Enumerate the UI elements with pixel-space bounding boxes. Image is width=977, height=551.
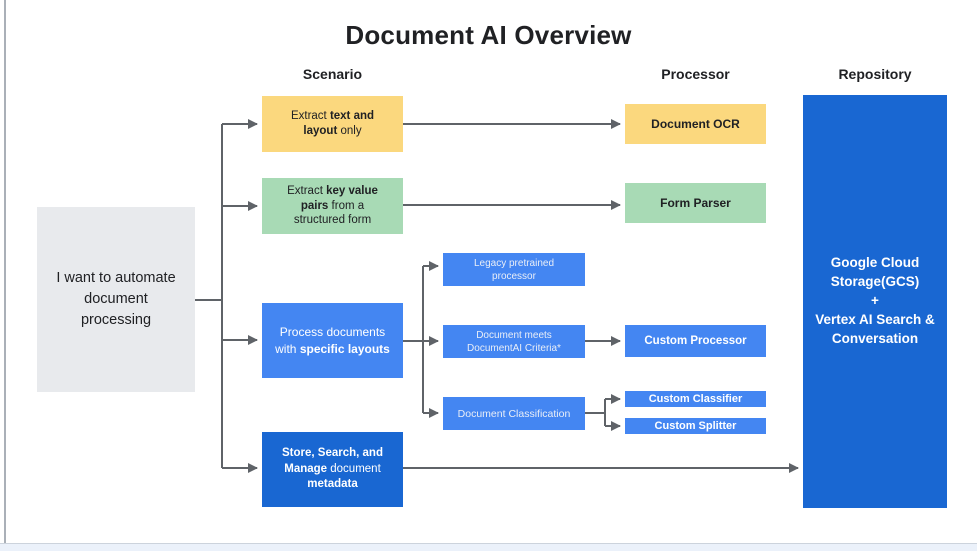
processor-document-classification: Document Classification [443,397,585,430]
processor-custom-processor-label: Custom Processor [644,335,747,347]
processor-custom-classifier-label: Custom Classifier [648,393,743,405]
frame-left-edge [4,0,6,543]
scenario-extract-text-layout: Extract text and layout only [262,96,403,152]
column-header-processor: Processor [661,66,730,82]
scenario-store-search-manage-label: Store, Search, and Manage document metad… [282,447,383,491]
processor-legacy-pretrained-label: Legacy pretrained processor [473,257,555,282]
processor-custom-processor: Custom Processor [625,325,766,357]
repository-node: Google Cloud Storage(GCS) + Vertex AI Se… [803,95,947,508]
frame-bottom-strip [0,543,977,551]
scenario-extract-key-value-label: Extract key value pairs from a structure… [287,184,378,227]
processor-custom-splitter-label: Custom Splitter [654,420,737,432]
scenario-store-search-manage: Store, Search, and Manage document metad… [262,432,403,507]
processor-document-classification-label: Document Classification [457,407,571,420]
processor-document-ocr-label: Document OCR [651,117,740,131]
processor-document-meets-criteria-label: Document meets DocumentAI Criteria* [467,329,561,354]
intent-node: I want to automate document processing [37,207,195,392]
processor-form-parser: Form Parser [625,183,766,223]
column-header-scenario: Scenario [302,66,363,82]
processor-custom-splitter: Custom Splitter [625,418,766,434]
scenario-extract-text-layout-label: Extract text and layout only [290,110,375,137]
scenario-process-specific-layouts-label: Process documents with specific layouts [275,325,390,356]
diagram-title: Document AI Overview [345,20,632,50]
processor-document-meets-criteria: Document meets DocumentAI Criteria* [443,325,585,358]
scenario-extract-key-value: Extract key value pairs from a structure… [262,178,403,234]
processor-legacy-pretrained: Legacy pretrained processor [443,253,585,286]
column-header-repository: Repository [838,66,912,82]
scenario-process-specific-layouts: Process documents with specific layouts [262,303,403,378]
processor-document-ocr: Document OCR [625,104,766,144]
repository-label: Google Cloud Storage(GCS) + Vertex AI Se… [815,255,935,346]
processor-custom-classifier: Custom Classifier [625,391,766,407]
intent-label: I want to automate document processing [56,269,176,328]
processor-form-parser-label: Form Parser [660,196,731,210]
